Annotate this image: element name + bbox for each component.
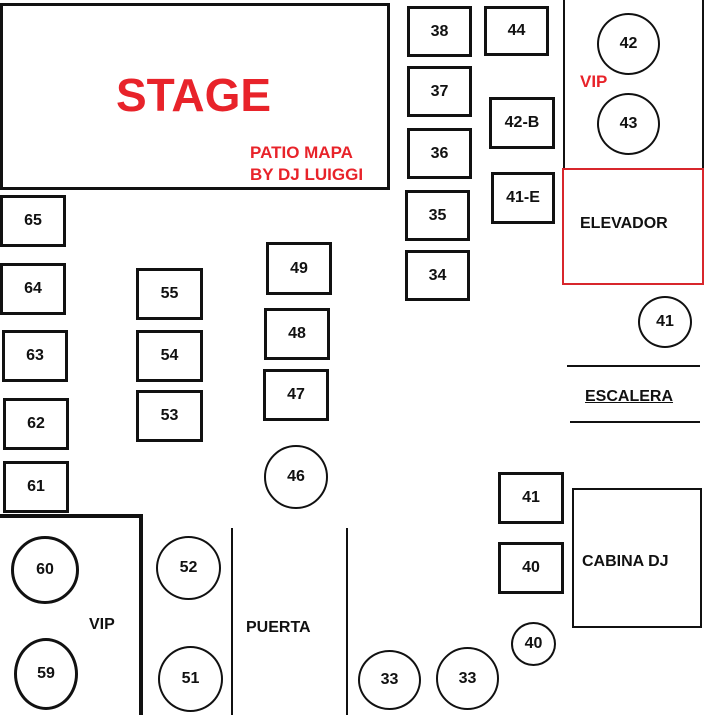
cabina-dj-box: [572, 488, 702, 628]
elevador-box: [562, 168, 704, 285]
vip-top-label: VIP: [580, 72, 608, 91]
vip-table-59[interactable]: 59: [14, 638, 78, 710]
table-37[interactable]: 37: [407, 66, 472, 117]
credit-line-2: BY DJ LUIGGI: [250, 165, 364, 184]
table-40[interactable]: 40: [498, 542, 564, 594]
table-55[interactable]: 55: [136, 268, 203, 320]
table-48[interactable]: 48: [264, 308, 330, 360]
puerta-label: PUERTA: [246, 619, 311, 636]
stage-area: [0, 3, 390, 190]
table-61[interactable]: 61: [3, 461, 69, 513]
round-table-40[interactable]: 40: [511, 622, 556, 666]
round-table-33-right[interactable]: 33: [436, 647, 499, 710]
table-53[interactable]: 53: [136, 390, 203, 442]
round-table-41[interactable]: 41: [638, 296, 692, 348]
table-62[interactable]: 62: [3, 398, 69, 450]
vip-table-42[interactable]: 42: [597, 13, 660, 75]
vip-table-43[interactable]: 43: [597, 93, 660, 155]
stage-label: STAGE: [116, 69, 272, 121]
vip-bottom-label: VIP: [89, 616, 115, 633]
vip-bottom-border-top: [0, 514, 143, 518]
table-35[interactable]: 35: [405, 190, 470, 241]
puerta-line-right: [346, 528, 348, 715]
puerta-line-left: [231, 528, 233, 715]
table-34[interactable]: 34: [405, 250, 470, 301]
elevador-label: ELEVADOR: [580, 215, 668, 232]
table-63[interactable]: 63: [2, 330, 68, 382]
table-42-b[interactable]: 42-B: [489, 97, 555, 149]
table-41-e[interactable]: 41-E: [491, 172, 555, 224]
table-38[interactable]: 38: [407, 6, 472, 57]
table-54[interactable]: 54: [136, 330, 203, 382]
table-44[interactable]: 44: [484, 6, 549, 56]
escalera-line-top: [567, 365, 700, 367]
table-65[interactable]: 65: [0, 195, 66, 247]
escalera-label: ESCALERA: [585, 388, 674, 405]
vip-bottom-border-right: [139, 514, 143, 715]
credit-line-1: PATIO MAPA: [250, 143, 353, 162]
escalera-line-bottom: [570, 421, 700, 423]
table-47[interactable]: 47: [263, 369, 329, 421]
table-64[interactable]: 64: [0, 263, 66, 315]
round-table-51[interactable]: 51: [158, 646, 223, 712]
vip-table-60[interactable]: 60: [11, 536, 79, 604]
round-table-52[interactable]: 52: [156, 536, 221, 600]
round-table-33-left[interactable]: 33: [358, 650, 421, 710]
table-36[interactable]: 36: [407, 128, 472, 179]
table-49[interactable]: 49: [266, 242, 332, 295]
table-41[interactable]: 41: [498, 472, 564, 524]
round-table-46[interactable]: 46: [264, 445, 328, 509]
cabina-dj-label: CABINA DJ: [582, 553, 669, 570]
